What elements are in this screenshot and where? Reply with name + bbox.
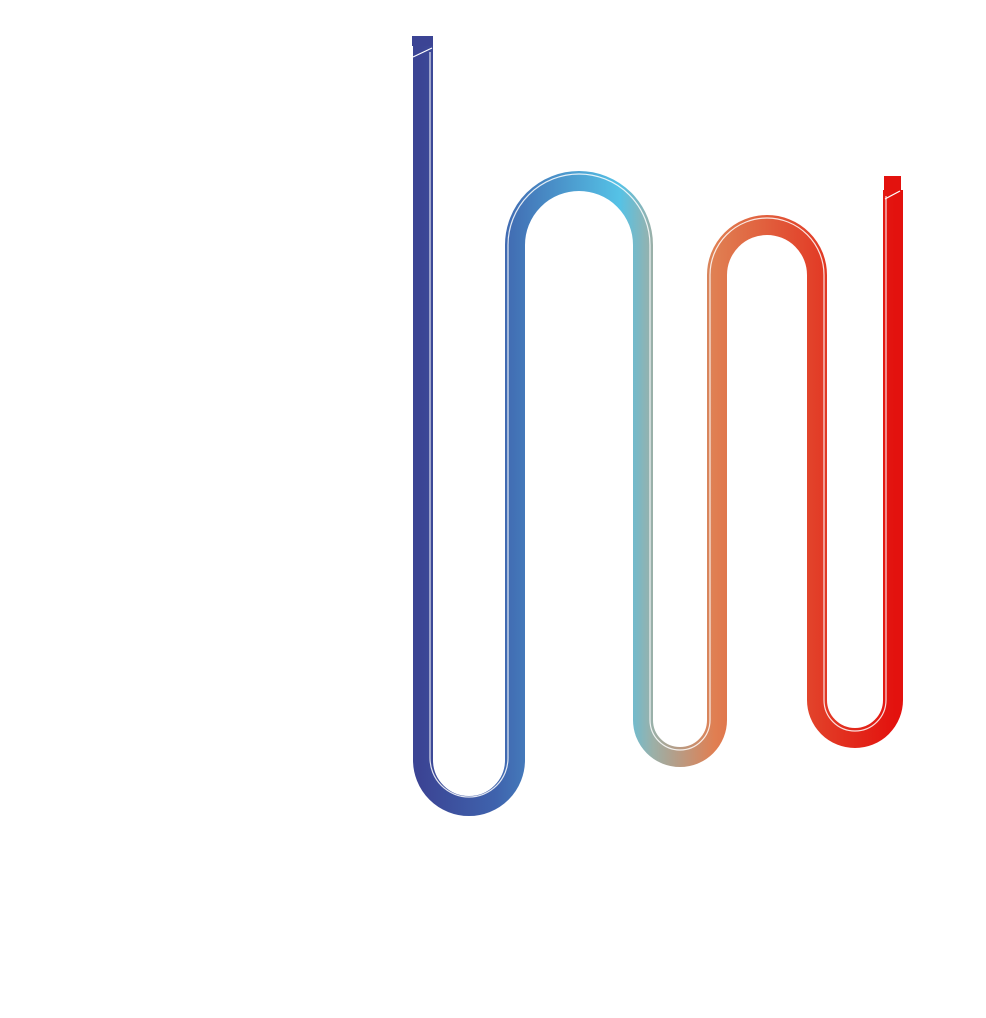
outlet-cut-mark — [884, 190, 901, 200]
pipe-inlet-cap — [412, 36, 433, 46]
serpentine-pipe — [413, 46, 903, 816]
pipe-outlet-cap — [884, 176, 901, 190]
pipe-highlight-line — [429, 52, 887, 798]
inlet-cut-mark — [412, 47, 433, 58]
